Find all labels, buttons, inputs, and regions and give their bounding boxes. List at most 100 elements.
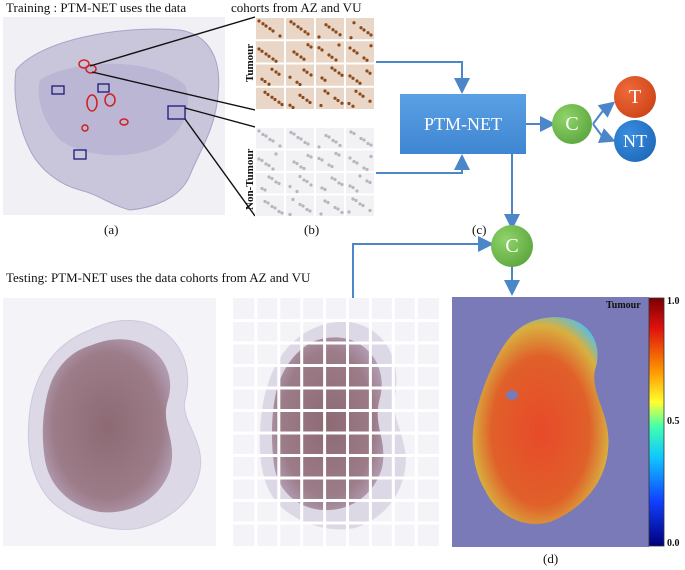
cell-nucleus xyxy=(267,82,271,86)
cell-nucleus xyxy=(303,30,307,34)
cell-nucleus xyxy=(327,163,331,167)
patch-tile xyxy=(316,87,344,109)
cell-nucleus xyxy=(267,163,271,168)
cell-nucleus xyxy=(273,97,277,102)
cell-nucleus xyxy=(292,132,296,136)
cell-nucleus xyxy=(361,203,365,208)
cell-nucleus xyxy=(296,25,300,29)
cell-nucleus xyxy=(270,204,274,209)
cell-nucleus xyxy=(358,174,362,178)
cell-nucleus xyxy=(338,33,342,37)
cell-nucleus xyxy=(298,174,302,179)
cell-nucleus xyxy=(268,137,272,142)
cell-nucleus xyxy=(327,53,331,57)
cell-nucleus xyxy=(333,68,337,72)
zoom-lines xyxy=(89,16,256,217)
patch-tile xyxy=(256,87,284,109)
cell-nucleus xyxy=(291,105,295,110)
cell-nucleus xyxy=(352,131,356,136)
cell-nucleus xyxy=(334,58,338,62)
cell-nucleus xyxy=(292,22,296,26)
cell-nucleus xyxy=(309,45,313,49)
cell-nucleus xyxy=(317,156,321,161)
cell-nucleus xyxy=(295,80,299,84)
classifier-node-bottom: C xyxy=(491,225,533,267)
cell-nucleus xyxy=(362,28,366,32)
tumour-tiles xyxy=(255,17,375,110)
non-tumour-class-node: NT xyxy=(614,120,656,162)
cell-nucleus xyxy=(261,22,265,26)
testing-title: Testing: PTM-NET uses the data cohorts f… xyxy=(6,270,311,285)
cell-nucleus xyxy=(266,92,270,97)
patch-tile xyxy=(286,41,314,63)
cell-nucleus xyxy=(317,46,321,50)
cell-nucleus xyxy=(295,189,299,194)
cell-nucleus xyxy=(280,102,284,107)
cell-nucleus xyxy=(305,98,309,102)
cell-nucleus xyxy=(301,204,305,208)
cell-nucleus xyxy=(264,134,268,138)
cell-nucleus xyxy=(298,93,302,97)
patch-tile xyxy=(316,195,344,216)
cell-nucleus xyxy=(340,101,344,105)
cell-nucleus xyxy=(330,55,334,59)
cell-nucleus xyxy=(324,23,328,27)
cell-nucleus xyxy=(361,94,365,98)
panel-label-a: (a) xyxy=(104,222,119,237)
cell-nucleus xyxy=(260,77,264,81)
cell-nucleus xyxy=(355,161,359,165)
cell-nucleus xyxy=(306,153,310,158)
cell-nucleus xyxy=(359,136,363,141)
patch-tile xyxy=(256,41,284,63)
cell-nucleus xyxy=(323,187,327,192)
cell-nucleus xyxy=(271,29,275,33)
cell-nucleus xyxy=(292,50,296,54)
cell-nucleus xyxy=(299,27,303,31)
tumour-class-node: T xyxy=(614,76,656,118)
cell-nucleus xyxy=(263,188,267,192)
cell-nucleus xyxy=(352,159,356,164)
colorbar-tick-mid: 0.5 xyxy=(667,416,680,427)
cell-nucleus xyxy=(334,140,338,144)
cell-nucleus xyxy=(299,55,303,59)
cell-nucleus xyxy=(334,151,338,156)
cell-nucleus xyxy=(362,166,366,170)
cell-nucleus xyxy=(264,52,268,56)
cell-nucleus xyxy=(309,73,313,77)
cell-nucleus xyxy=(271,167,275,171)
colorbar-tick-low: 0.0 xyxy=(667,538,680,549)
cell-nucleus xyxy=(264,162,268,166)
cell-nucleus xyxy=(327,135,331,139)
cell-nucleus xyxy=(263,90,267,94)
cell-nucleus xyxy=(306,32,310,36)
cell-nucleus xyxy=(267,54,271,58)
patch-tile xyxy=(316,41,344,63)
cell-nucleus xyxy=(277,72,281,76)
cell-nucleus xyxy=(369,154,373,159)
cell-nucleus xyxy=(291,197,295,202)
patch-tile xyxy=(256,195,284,216)
cell-nucleus xyxy=(273,206,277,210)
classifier-node-top: C xyxy=(552,104,592,144)
cell-nucleus xyxy=(295,52,299,56)
cell-nucleus xyxy=(340,210,344,215)
cell-nucleus xyxy=(355,79,359,83)
non-tumour-regions xyxy=(51,83,186,160)
cell-nucleus xyxy=(270,67,274,71)
cell-nucleus xyxy=(358,92,362,96)
cell-nucleus xyxy=(260,49,264,53)
heatmap-label: Tumour xyxy=(606,300,641,311)
ptm-net-block: PTM-NET xyxy=(400,94,526,154)
cell-nucleus xyxy=(263,79,267,84)
cell-nucleus xyxy=(352,49,356,53)
cell-nucleus xyxy=(330,164,334,169)
testing-slide-original xyxy=(3,298,216,546)
cell-nucleus xyxy=(270,176,274,181)
patch-tile xyxy=(256,150,284,171)
non-tumour-label: Non-Tumour xyxy=(244,148,256,210)
cell-nucleus xyxy=(292,160,296,164)
cell-nucleus xyxy=(351,185,355,190)
cell-nucleus xyxy=(320,158,324,162)
cell-nucleus xyxy=(349,36,353,40)
colorbar-tick-high: 1.0 xyxy=(667,296,680,307)
